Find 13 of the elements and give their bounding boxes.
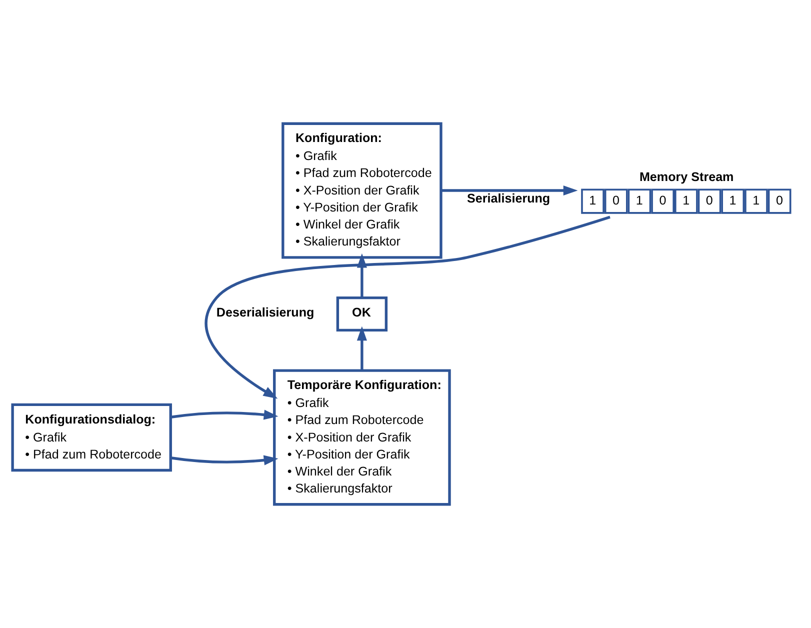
edge-label: Serialisierung	[467, 191, 550, 206]
edge-label: Deserialisierung	[216, 305, 314, 320]
arrow	[441, 185, 578, 196]
node-box: Temporäre Konfiguration: • Grafik • Pfad zum Robotercode • X-Position der Grafik • Y-Position der Grafik • Winkel der Grafik • Skalierungsfaktor	[273, 369, 451, 506]
arrow	[204, 216, 610, 399]
node-label: Memory Stream	[639, 170, 734, 184]
arrow	[170, 410, 278, 420]
arrow	[170, 455, 278, 466]
arrow	[356, 326, 367, 370]
arrow	[356, 253, 367, 298]
node-box: Konfiguration: • Grafik • Pfad zum Robotercode • X-Position der Grafik • Y-Position der Grafik • Winkel der Grafik • Skalierungsfaktor	[282, 122, 442, 259]
node-box: Konfigurationsdialog: • Grafik • Pfad zum Robotercode	[11, 403, 172, 472]
node-box: OK	[336, 296, 388, 332]
